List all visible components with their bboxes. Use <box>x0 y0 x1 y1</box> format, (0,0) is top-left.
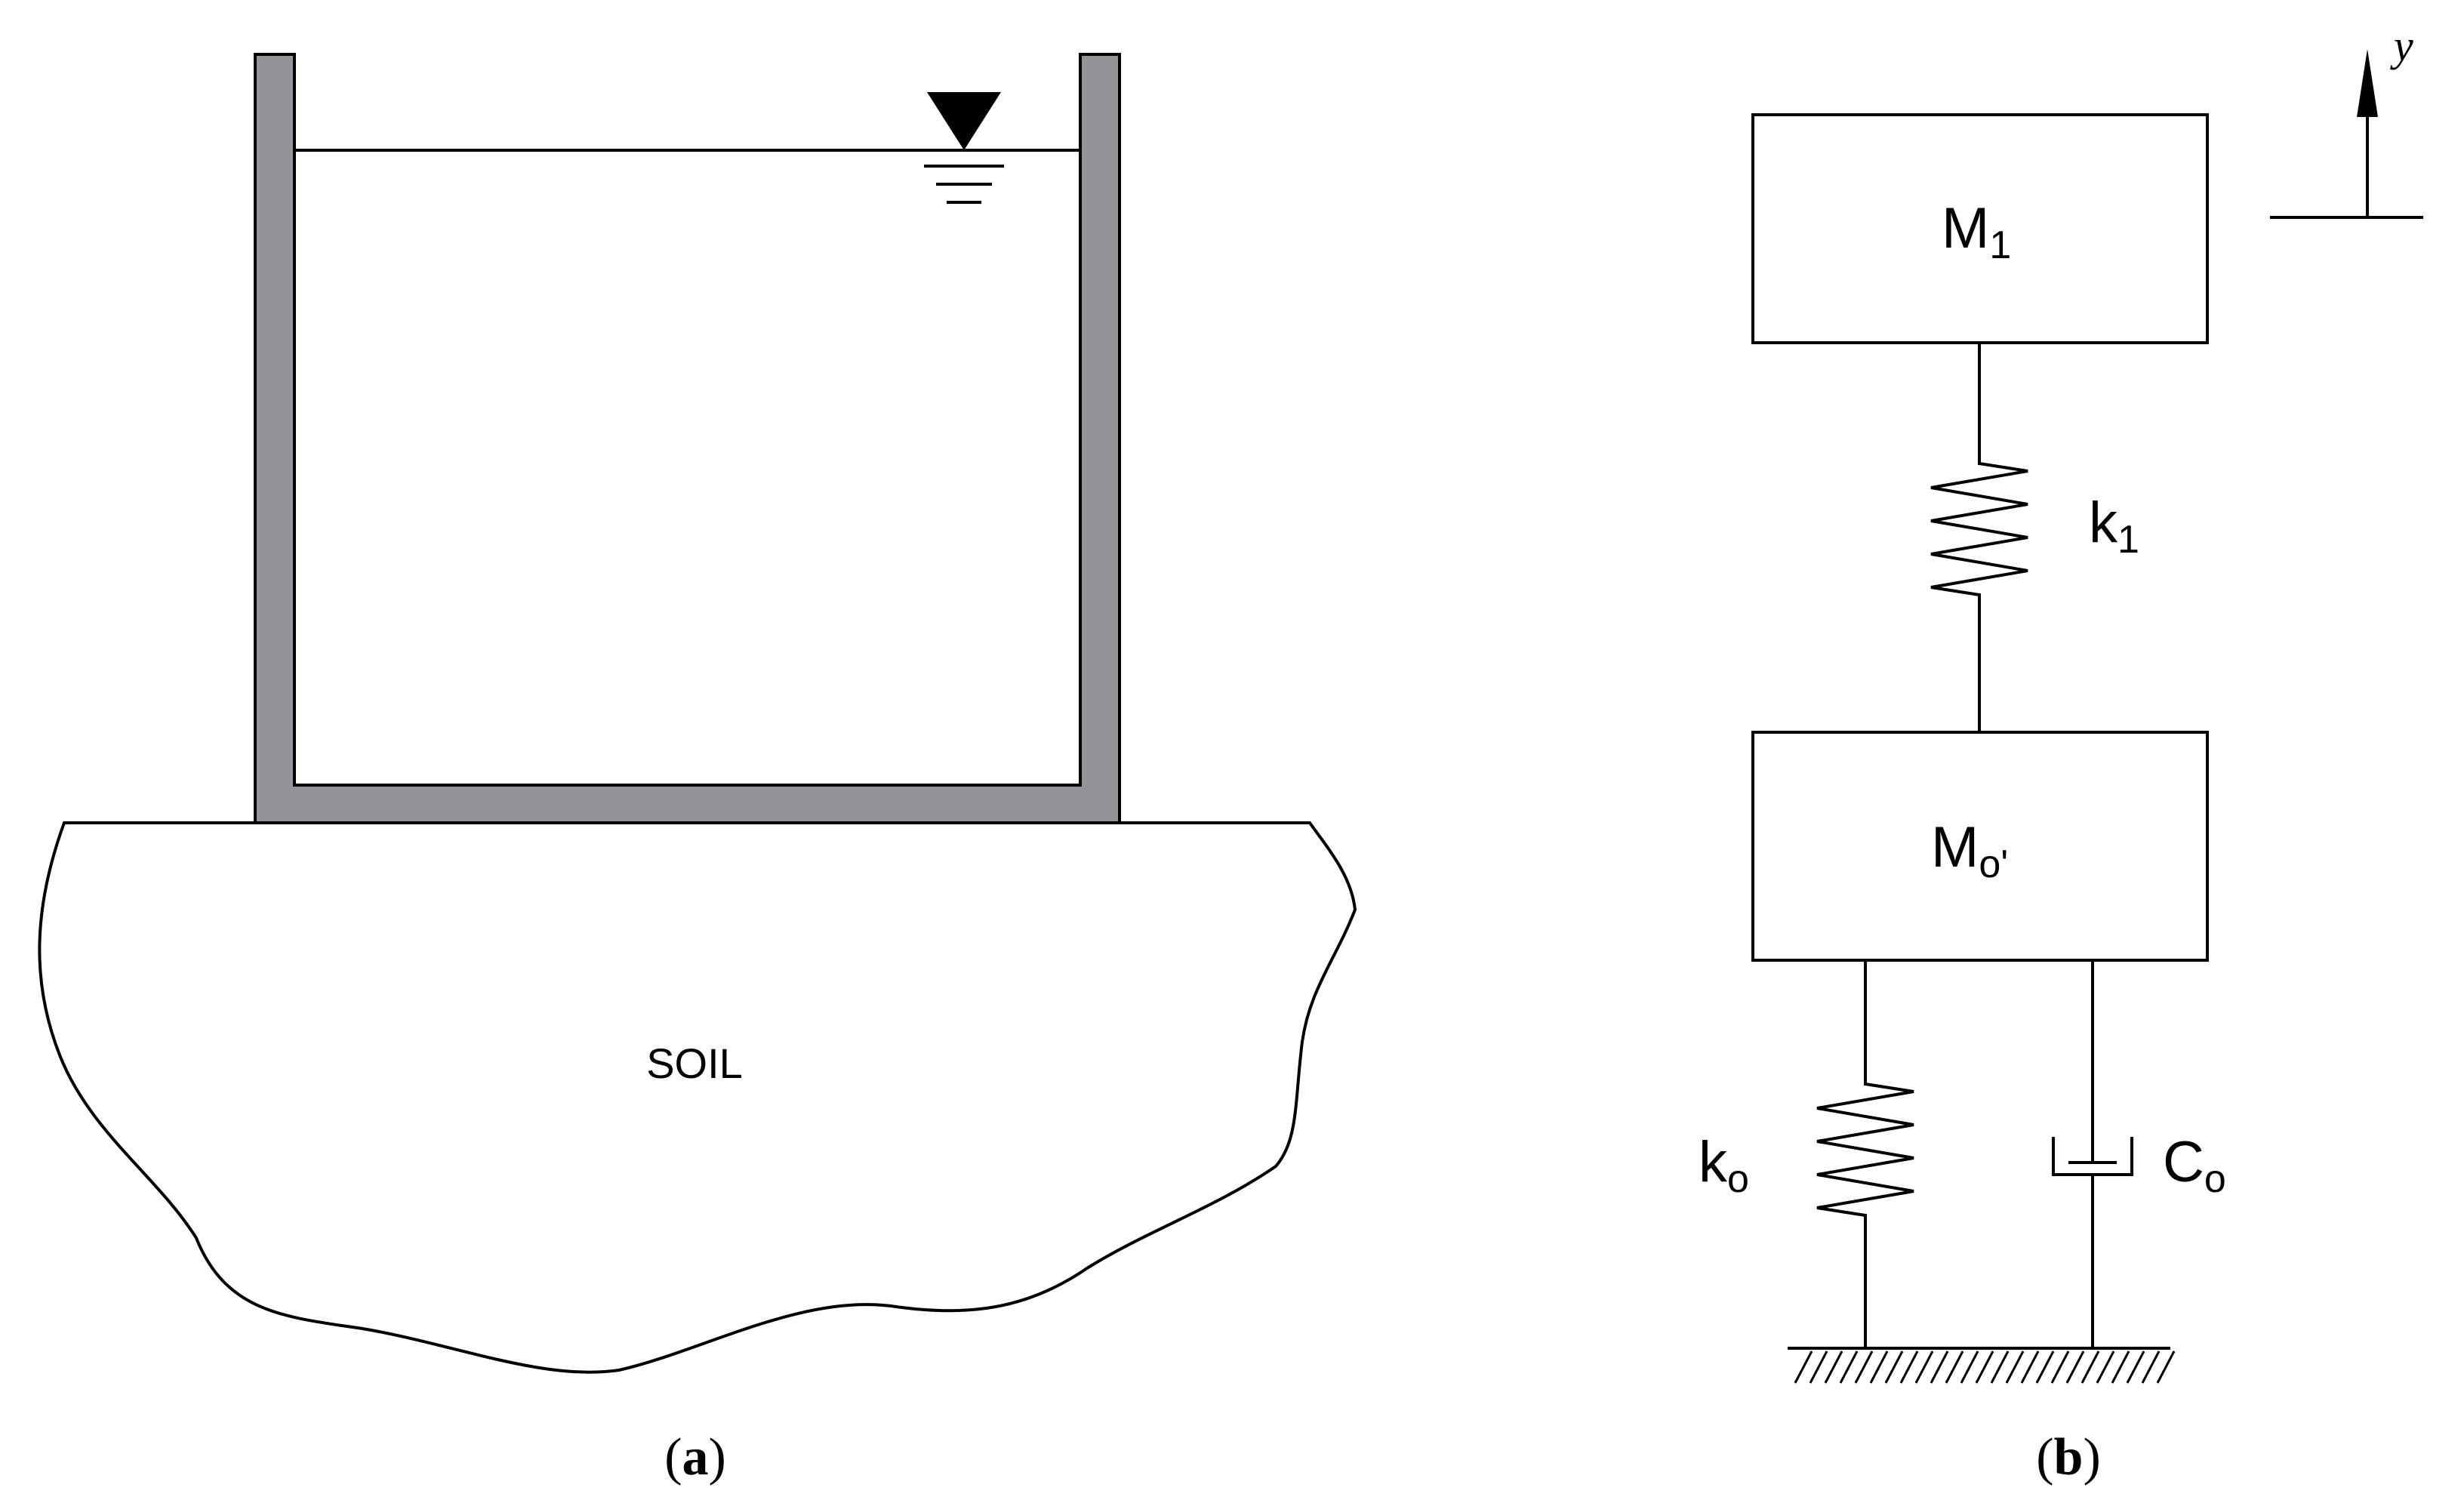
panel-a: SOIL (a) <box>38 53 1357 1486</box>
mass-bottom-label: Mo' <box>1931 815 2008 886</box>
ground-hatch-mark <box>2111 1350 2130 1384</box>
y-arrow-head <box>2357 49 2378 117</box>
ground-hatch-mark <box>1794 1350 1813 1384</box>
ground-hatch-mark <box>2081 1350 2100 1384</box>
spring-top-label: k1 <box>2089 491 2139 562</box>
caption-a: (a) <box>664 1428 726 1486</box>
ground-hatch-mark <box>1884 1350 1904 1384</box>
damper-label: Co <box>2163 1130 2226 1201</box>
ground-support <box>1788 1347 2176 1384</box>
mass-bottom-box <box>1751 731 2209 962</box>
ground-hatch-mark <box>1899 1350 1919 1384</box>
ground-hatch-mark <box>2020 1350 2040 1384</box>
ground-hatch-mark <box>1914 1350 1934 1384</box>
y-direction-indicator: y <box>2270 21 2423 219</box>
ground-hatch-mark <box>1990 1350 2010 1384</box>
ground-hatch-mark <box>1854 1350 1874 1384</box>
ground-hatch-mark <box>2156 1350 2176 1384</box>
ground-hatch-mark <box>2050 1350 2070 1384</box>
ground-hatch-mark <box>1945 1350 1964 1384</box>
ground-hatch-mark <box>2005 1350 2025 1384</box>
ground-hatch-mark <box>1960 1350 1979 1384</box>
spring-bottom-label: ko <box>1699 1130 1749 1201</box>
damper <box>2052 960 2133 1348</box>
panel-b: y M1 k1 Mo' ko Co (b) <box>1699 21 2423 1486</box>
ground-hatch-mark <box>1824 1350 1843 1384</box>
ground-hatch-mark <box>2035 1350 2055 1384</box>
mass-top-label: M1 <box>1942 196 2011 267</box>
caption-b: (b) <box>2036 1428 2101 1486</box>
soil-label: SOIL <box>646 1039 743 1087</box>
y-axis-label: y <box>2390 21 2413 70</box>
ground-hatch-mark <box>2126 1350 2145 1384</box>
ground-hatch-mark <box>2096 1350 2115 1384</box>
ground-hatch-mark <box>2141 1350 2161 1384</box>
tank-wall <box>254 53 1121 824</box>
ground-hatch-mark <box>1809 1350 1828 1384</box>
ground-hatch-mark <box>1839 1350 1859 1384</box>
spring-bottom <box>1816 960 1914 1348</box>
water-level-symbol <box>924 92 1004 204</box>
ground-hatch-mark <box>1869 1350 1889 1384</box>
ground-hatch-mark <box>2065 1350 2085 1384</box>
soil-body <box>38 821 1357 1374</box>
ground-hatch-mark <box>1930 1350 1949 1384</box>
spring-top <box>1930 343 2028 732</box>
ground-hatch-mark <box>1975 1350 1994 1384</box>
